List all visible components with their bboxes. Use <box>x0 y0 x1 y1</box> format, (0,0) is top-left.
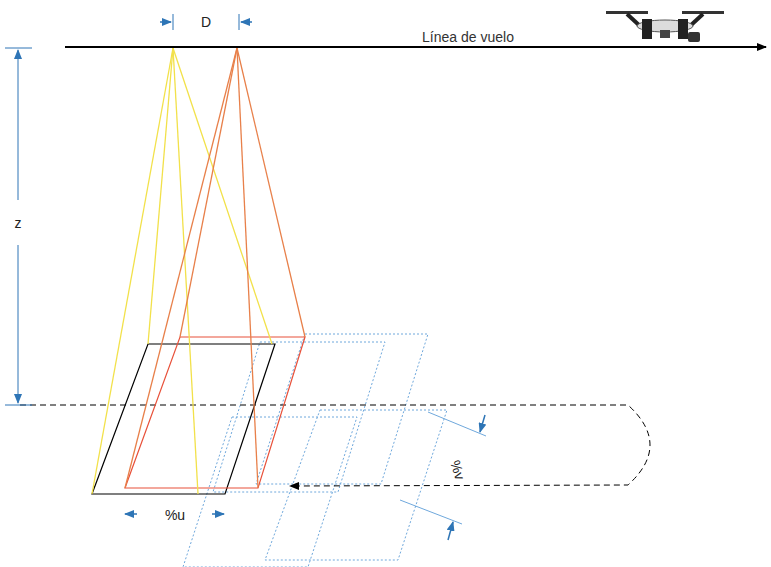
dim-ext <box>400 500 462 524</box>
dim-tick <box>173 14 174 30</box>
projection-2 <box>125 48 305 488</box>
dimension-label: D <box>199 15 213 29</box>
dim-tick <box>5 405 32 406</box>
dim-arrow <box>160 21 171 23</box>
dim-arrow <box>241 21 252 23</box>
drone-icon <box>606 11 724 42</box>
dim-line <box>18 70 19 200</box>
dim-arrow <box>18 50 19 70</box>
overlap-label: %u <box>163 508 187 522</box>
footprints <box>183 334 447 567</box>
overlap-label: %v <box>448 457 469 484</box>
dim-arrow <box>125 513 137 515</box>
flight-line <box>65 46 766 48</box>
dim-tick <box>239 14 240 30</box>
dim-arrow <box>18 245 19 403</box>
dim-tick <box>5 48 32 49</box>
footprint-1 <box>92 344 275 494</box>
flight-line-label: Línea de vuelo <box>420 30 516 44</box>
projection-1 <box>92 48 272 494</box>
flight-path <box>20 405 650 486</box>
dim-ext <box>428 412 486 436</box>
dim-arrow <box>480 415 485 432</box>
dim-arrow <box>212 513 224 515</box>
footprint-2 <box>125 337 305 488</box>
dim-arrow <box>448 522 453 540</box>
dimension-label: z <box>13 216 24 230</box>
